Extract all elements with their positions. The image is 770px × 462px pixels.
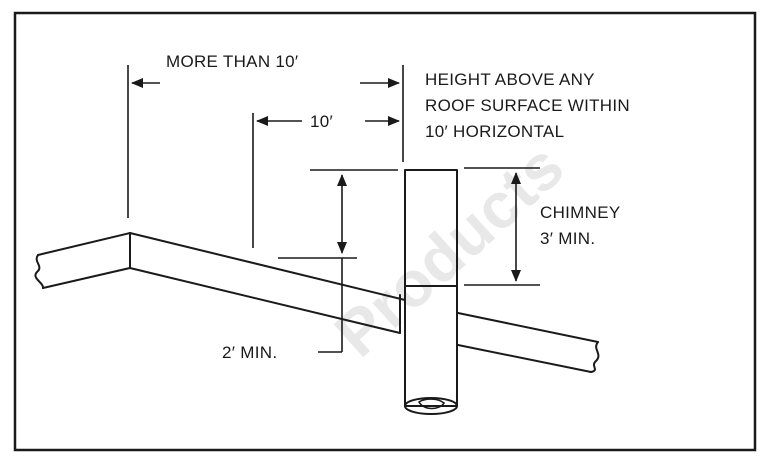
- watermark-text: Products: [321, 130, 577, 371]
- note-height-line-2: ROOF SURFACE WITHIN: [425, 96, 630, 115]
- note-chimney-line-2: 3′ MIN.: [540, 229, 595, 248]
- label-10ft: 10′: [310, 112, 333, 131]
- dimension-2ft-min: [318, 174, 347, 353]
- note-height-line-1: HEIGHT ABOVE ANY: [425, 70, 595, 89]
- label-more-than-10ft: MORE THAN 10′: [166, 52, 298, 71]
- roof-right-slab: [457, 312, 600, 373]
- extension-lines: [127, 65, 540, 286]
- note-height-line-3: 10′ HORIZONTAL: [425, 122, 564, 141]
- note-chimney-line-1: CHIMNEY: [540, 203, 621, 222]
- chimney: [404, 169, 458, 415]
- diagram-frame: [13, 11, 757, 452]
- roof-left-slab: [34, 232, 406, 334]
- label-2ft-min: 2′ MIN.: [222, 343, 277, 362]
